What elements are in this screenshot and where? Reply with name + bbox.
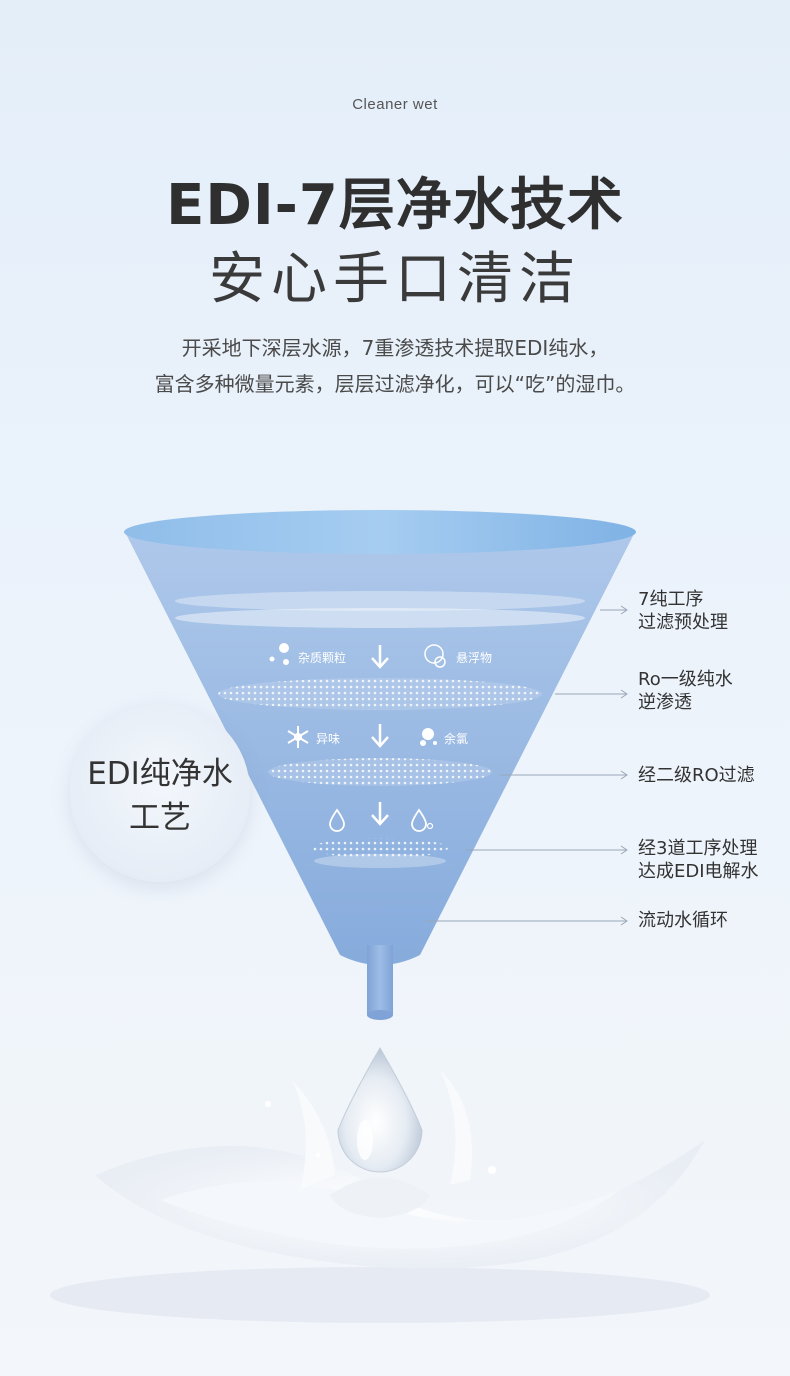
impurity-chlorine-label: 余氯 [444,732,469,746]
stage-2-line-2: 逆渗透 [638,692,692,713]
edi-process-badge [70,702,250,882]
filter-layer-4 [312,838,448,858]
stage-2-line-1: Ro一级纯水 [638,669,733,690]
filter-layer-2 [218,678,542,710]
brand-name: Cleaner wet [352,96,438,113]
pointer-line [466,845,628,855]
description: 开采地下深层水源，7重渗透技术提取EDI纯水， 富含多种微量元素，层层过滤净化，… [0,330,790,402]
stage-4-line-2: 达成EDI电解水 [638,861,759,882]
pointer-line [600,605,628,615]
page-title: EDI-7层净水技术 [166,173,624,238]
description-line-2: 富含多种微量元素，层层过滤净化，可以“吃”的湿巾。 [154,372,636,396]
pointer-line [500,770,628,780]
stage-4-line-1: 经3道工序处理 [638,838,758,859]
stage-3-line-1: 经二级RO过滤 [638,765,755,786]
impurity-particles-label: 杂质颗粒 [298,651,347,665]
arrow-down-icon [371,724,389,748]
pointer-line [555,689,628,699]
milk-splash-image [50,1070,710,1323]
snowflake-icon [287,726,309,748]
suspended-matter-icon [424,644,446,668]
arrow-down-icon [371,645,389,669]
edi-process-badge-text: EDI纯净水 工艺 [70,752,250,840]
stage-label-4: 经3道工序处理 达成EDI电解水 [638,837,759,883]
stage-label-3: 经二级RO过滤 [638,764,755,787]
impurity-odor-label: 异味 [316,732,341,746]
stage-label-1: 7纯工序 过滤预处理 [638,588,728,634]
particles-icon [269,643,289,665]
filter-layer-1a [175,591,585,611]
funnel-body [125,532,635,965]
funnel-rim [124,510,636,554]
filter-layer-1b [175,608,585,628]
stage-5-line-1: 流动水循环 [638,910,728,931]
pointer-line [426,916,628,926]
water-droplet-image [337,1046,423,1173]
filter-layer-3 [268,758,492,786]
page-subtitle: 安心手口清洁 [209,247,581,312]
arrow-down-icon [371,802,389,826]
water-drop-icon [329,808,345,832]
stage-label-5: 流动水循环 [638,909,728,932]
badge-line-2: 工艺 [129,800,191,836]
description-line-1: 开采地下深层水源，7重渗透技术提取EDI纯水， [181,336,609,360]
stage-label-2: Ro一级纯水 逆渗透 [638,668,733,714]
stage-1-line-2: 过滤预处理 [638,612,728,633]
water-drop-dots-icon [411,808,434,832]
badge-line-1: EDI纯净水 [87,756,233,792]
stage-1-line-1: 7纯工序 [638,589,704,610]
impurity-suspended-label: 悬浮物 [456,651,493,665]
funnel-spout [367,945,393,1015]
chlorine-icon [420,728,437,746]
